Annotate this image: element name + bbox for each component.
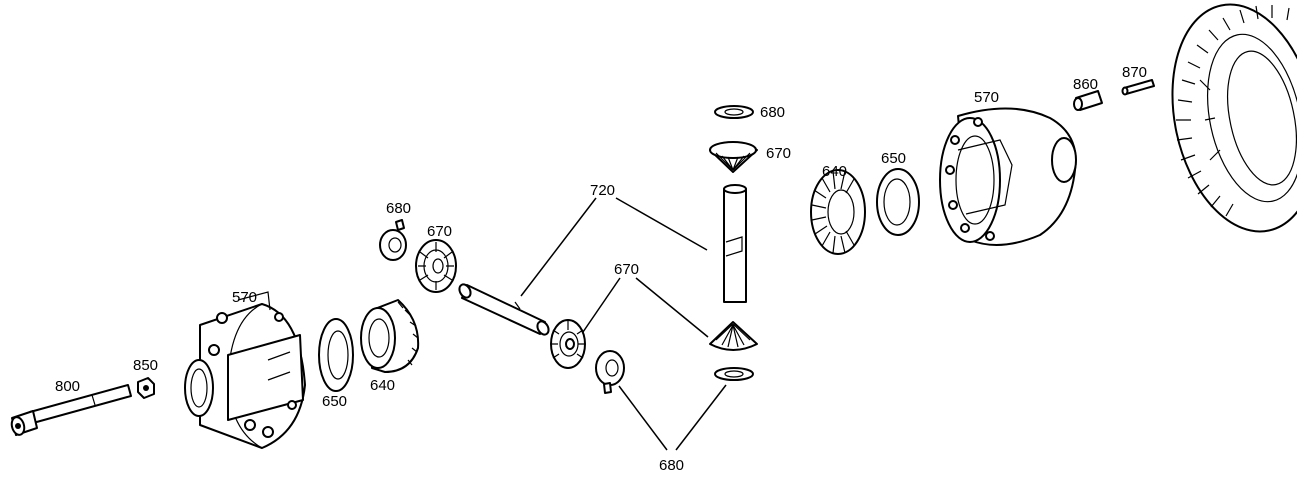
leader-670-to-mid-pinion (582, 277, 621, 333)
part-670-mid-pinion (550, 319, 586, 369)
part-680-upper-left-washer (379, 219, 407, 261)
part-850-nut (137, 377, 155, 399)
part-570-right-case-half (939, 107, 1077, 246)
part-680-lower-washer (595, 350, 625, 394)
leader-680-to-right-washer (675, 384, 727, 451)
part-680-lower-right-washer (714, 367, 754, 381)
part-860-pin (1073, 90, 1103, 111)
leader-720-to-diagonal-shaft (520, 197, 597, 297)
label-870: 870 (1122, 64, 1147, 81)
label-650-right: 650 (881, 150, 906, 167)
label-800: 800 (55, 378, 80, 395)
part-800-bolt (10, 384, 132, 436)
label-640-left: 640 (370, 377, 395, 394)
label-680-top: 680 (760, 104, 785, 121)
part-720-cross-shaft-vertical (723, 184, 747, 303)
label-650-left: 650 (322, 393, 347, 410)
part-870-small-pin (1121, 79, 1155, 96)
part-570-left-case-half (184, 291, 306, 449)
label-670-mid: 670 (614, 261, 639, 278)
label-570-right: 570 (974, 89, 999, 106)
label-860: 860 (1073, 76, 1098, 93)
label-670-top: 670 (766, 145, 791, 162)
label-570-left: 570 (232, 289, 257, 306)
label-680-upper-left: 680 (386, 200, 411, 217)
part-650-right-thrust-washer (876, 168, 920, 236)
part-640-left-side-gear (360, 299, 420, 373)
leader-720-to-vertical-shaft (615, 197, 708, 251)
part-labels: 800 850 570 650 640 680 670 720 670 680 … (55, 64, 1147, 474)
part-720-cross-shaft-diagonal (458, 283, 550, 336)
part-670-upper-left-pinion (415, 239, 457, 293)
part-650-left-thrust-washer (318, 318, 354, 392)
label-680-bottom: 680 (659, 457, 684, 474)
label-670-upper-left: 670 (427, 223, 452, 240)
part-670-top-pinion (709, 141, 758, 173)
part-680-top-washer (714, 105, 754, 119)
part-ring-gear (1171, 3, 1297, 233)
leader-680-to-lower-washer (618, 385, 668, 451)
label-640-right: 640 (822, 163, 847, 180)
label-850: 850 (133, 357, 158, 374)
part-640-right-side-gear (810, 169, 866, 255)
leader-lines (520, 197, 727, 451)
leader-670-to-right-pinion (635, 277, 709, 338)
part-670-lower-right-pinion (709, 321, 758, 351)
label-720: 720 (590, 182, 615, 199)
